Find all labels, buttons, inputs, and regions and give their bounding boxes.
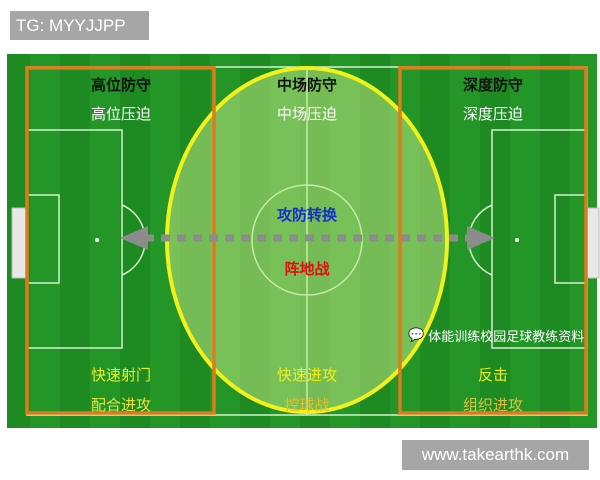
watermark-text: 体能训练校园足球教练资料 [428, 330, 585, 345]
website-watermark: www.takearthk.com [402, 440, 589, 470]
middle-title: 中场防守 [276, 76, 337, 94]
tg-watermark: TG: MYYJJPP [10, 11, 149, 40]
right-goal [586, 207, 600, 279]
middle-attack2: 控球战 [284, 396, 330, 414]
right-attack2: 组织进攻 [462, 396, 523, 414]
left-title: 高位防守 [90, 76, 151, 94]
right-attack1: 反击 [477, 366, 508, 384]
middle-attack1: 快速进攻 [276, 366, 337, 384]
arrow-left-head [120, 226, 148, 250]
middle-transition: 攻防转换 [276, 206, 337, 224]
right-zone-box [398, 66, 588, 415]
middle-press: 中场压迫 [276, 105, 337, 123]
wechat-icon: 💬 [408, 328, 425, 343]
wechat-watermark: 💬 体能训练校园足球教练资料 [408, 326, 584, 345]
right-title: 深度防守 [462, 76, 523, 94]
left-attack2: 配合进攻 [90, 396, 151, 414]
right-press: 深度压迫 [462, 105, 523, 123]
left-goal [11, 207, 28, 279]
arrow-right-head [467, 226, 495, 250]
left-press: 高位压迫 [90, 105, 151, 123]
middle-positional: 阵地战 [284, 260, 330, 278]
left-attack1: 快速射门 [90, 366, 151, 384]
